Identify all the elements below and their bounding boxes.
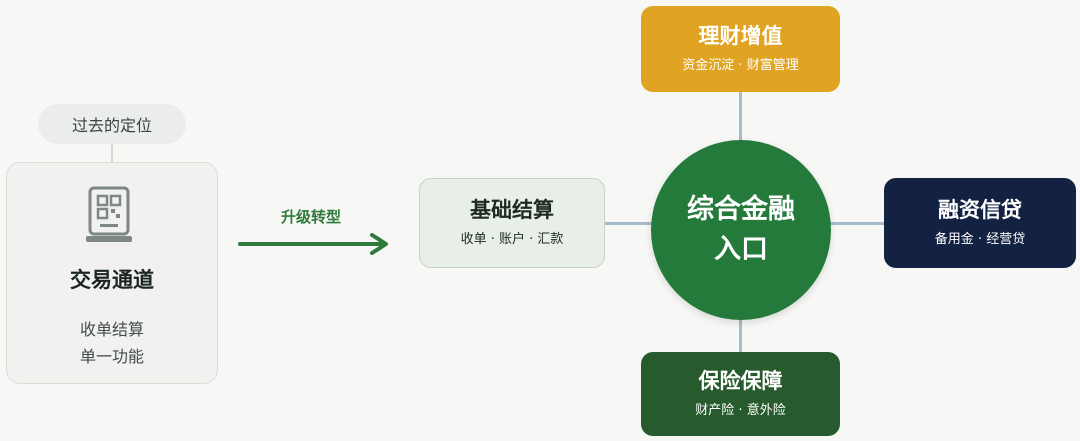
insurance-sub: 财产险 · 意外险: [695, 403, 786, 419]
arrow-right-icon: [238, 233, 388, 255]
wealth-management-card: 理财增值 资金沉淀 · 财富管理: [641, 6, 840, 92]
connector-finance-hub: [739, 92, 742, 142]
connector-basic-hub: [605, 222, 655, 225]
basic-settlement-card: 基础结算 收单 · 账户 · 汇款: [419, 178, 605, 268]
insurance-card: 保险保障 财产险 · 意外险: [641, 352, 840, 436]
connector-hub-credit: [828, 222, 884, 225]
pos-terminal-icon: [86, 186, 132, 242]
credit-financing-sub: 备用金 · 经营贷: [934, 232, 1026, 248]
legacy-channel-sub-2: 单一功能: [79, 347, 144, 366]
credit-financing-card: 融资信贷 备用金 · 经营贷: [884, 178, 1076, 268]
legacy-channel-title: 交易通道: [70, 268, 154, 292]
legacy-channel-sub-1: 收单结算: [79, 320, 144, 339]
connector-hub-insurance: [739, 318, 742, 354]
hub-title-line-2: 入口: [714, 234, 768, 265]
basic-settlement-title: 基础结算: [470, 198, 554, 223]
insurance-title: 保险保障: [698, 369, 783, 394]
past-positioning-tag: 过去的定位: [38, 104, 186, 144]
financial-hub-circle: 综合金融 入口: [651, 140, 831, 320]
upgrade-label: 升级转型: [280, 208, 341, 226]
basic-settlement-sub: 收单 · 账户 · 汇款: [460, 232, 564, 248]
past-tag-connector: [111, 144, 113, 163]
credit-financing-title: 融资信贷: [938, 198, 1022, 223]
wealth-management-title: 理财增值: [698, 24, 783, 49]
wealth-management-sub: 资金沉淀 · 财富管理: [682, 58, 799, 74]
hub-title-line-1: 综合金融: [687, 193, 795, 225]
